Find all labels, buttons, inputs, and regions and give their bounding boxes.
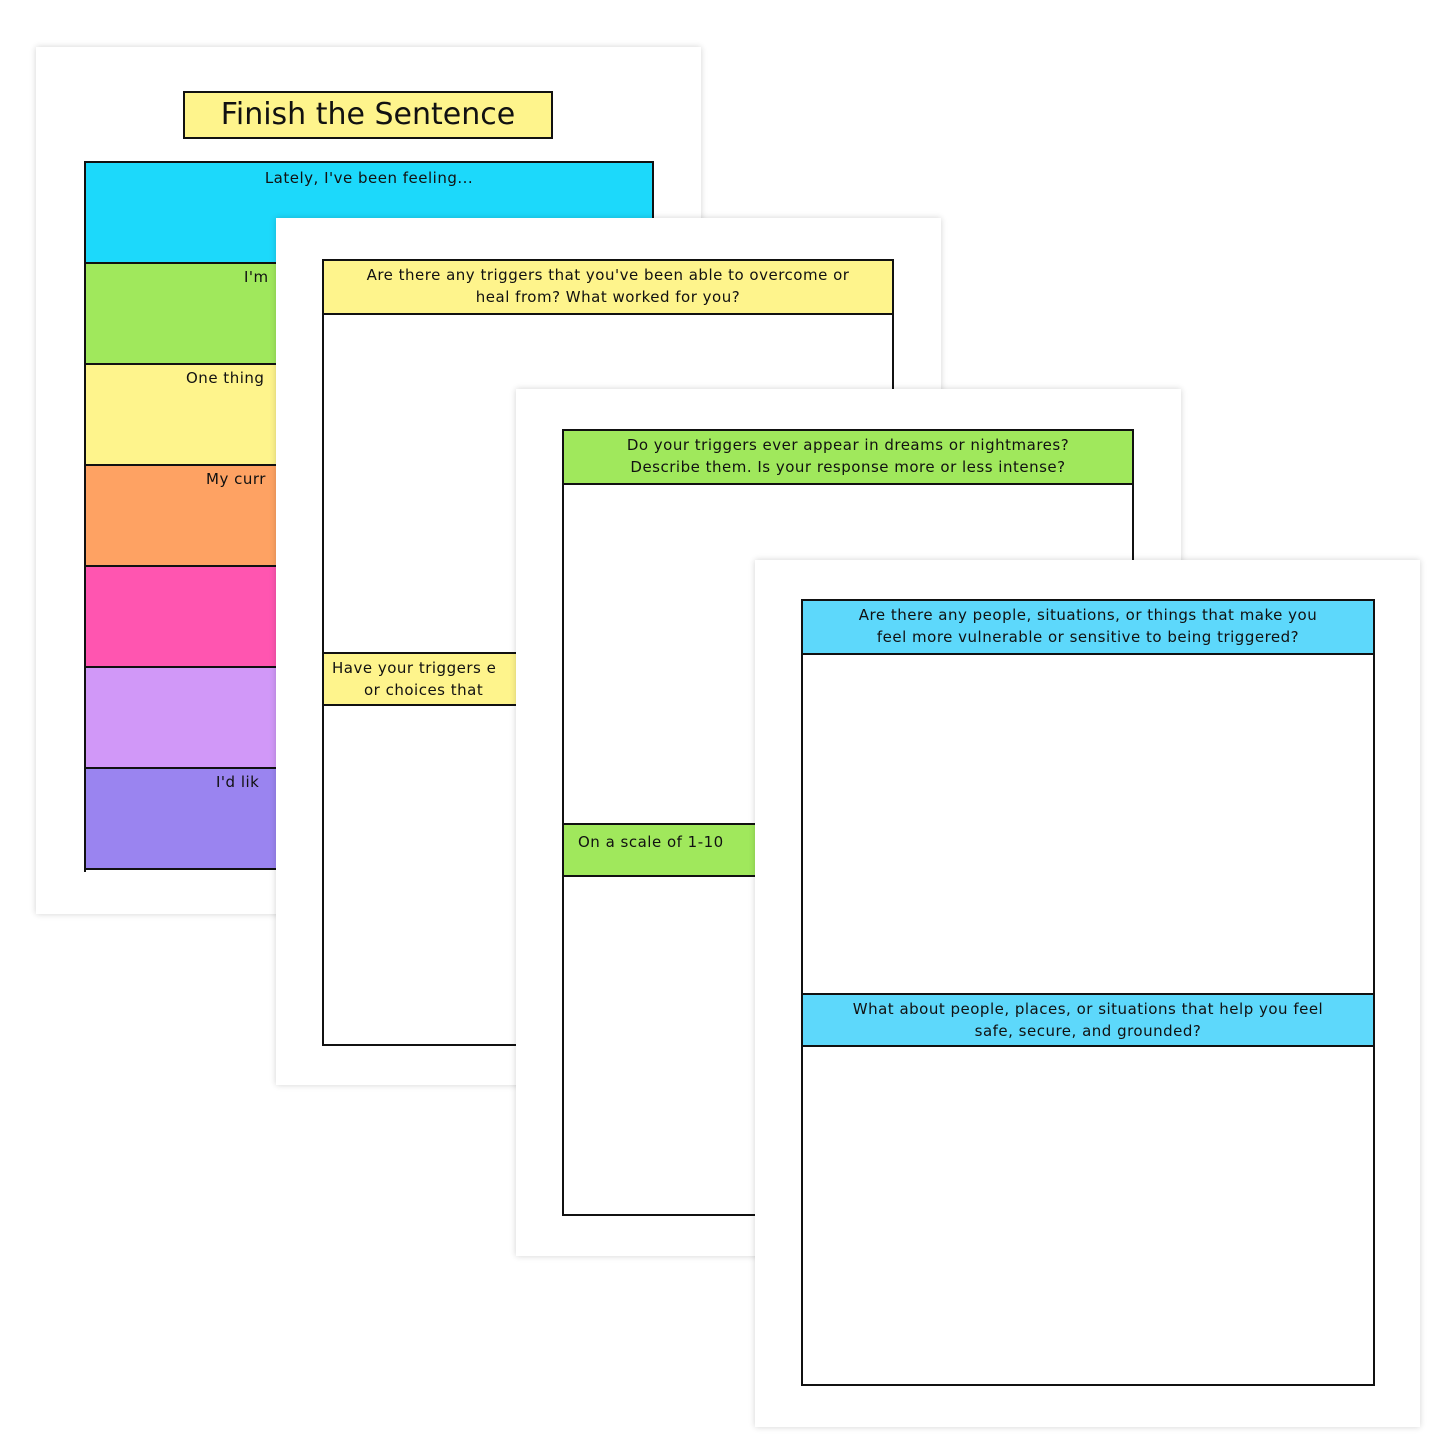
question-2-line-1: What about people, places, or situations… (852, 1000, 1324, 1018)
question-1-line-1: Are there any triggers that you've been … (366, 266, 850, 284)
question-1: Are there any people, situations, or thi… (803, 601, 1373, 655)
worksheet-vulnerable-and-safe: Are there any people, situations, or thi… (755, 560, 1420, 1427)
question-2-line-2: or choices that (364, 681, 484, 699)
question-1: Do your triggers ever appear in dreams o… (564, 431, 1132, 485)
question-2-line-1: Have your triggers e (332, 659, 497, 677)
question-2-line-2: safe, secure, and grounded? (974, 1022, 1202, 1040)
strip-4-text: My curr (206, 470, 266, 488)
question-2-line-1: On a scale of 1-10 (578, 833, 724, 851)
question-1-line-1: Do your triggers ever appear in dreams o… (626, 436, 1070, 454)
question-1-line-2: feel more vulnerable or sensitive to bei… (876, 628, 1300, 646)
question-1-line-2: Describe them. Is your response more or … (630, 458, 1066, 476)
page-title: Finish the Sentence (183, 91, 553, 139)
strip-7-text: I'd lik (216, 773, 260, 791)
strip-3-text: One thing (186, 369, 265, 387)
question-1-line-2: heal from? What worked for you? (475, 288, 741, 306)
answer-box: Are there any people, situations, or thi… (801, 599, 1375, 1386)
question-1-line-1: Are there any people, situations, or thi… (858, 606, 1318, 624)
question-1: Are there any triggers that you've been … (324, 261, 892, 315)
strip-1-text: Lately, I've been feeling... (264, 169, 474, 187)
strip-2-text: I'm (244, 268, 269, 286)
question-2: What about people, places, or situations… (803, 993, 1373, 1047)
